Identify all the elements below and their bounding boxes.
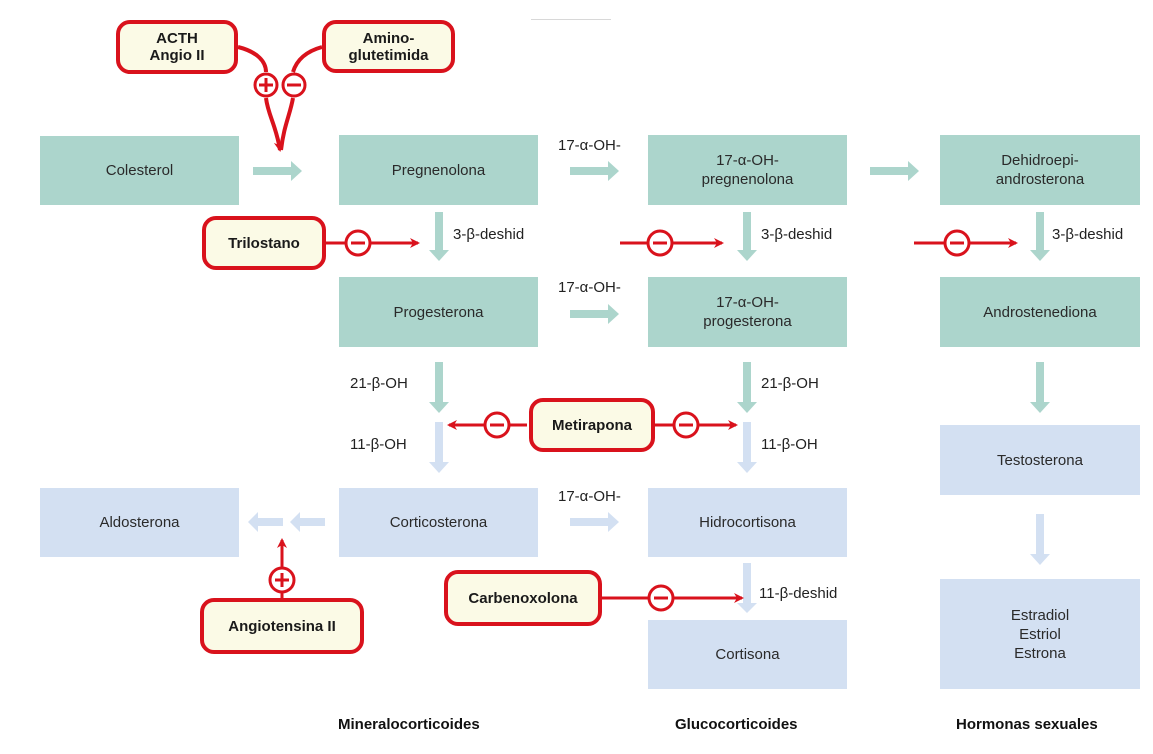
box-estrogenos: Estradiol Estriol Estrona (940, 579, 1140, 689)
enzyme-17oh-row3: 17-α-OH- (558, 488, 621, 505)
arrow-corticosterona-hidrocortisona (570, 512, 619, 532)
carbenoxolona-inhibition-arrow (602, 584, 744, 612)
drug-angiotensina-ii: Angiotensina II (200, 598, 364, 654)
box-dehidroepiandrosterona: Dehidroepi- androsterona (940, 135, 1140, 205)
category-glucocorticoides: Glucocorticoides (675, 716, 798, 733)
arrow-ohpregnenolona-dhea (870, 161, 919, 181)
enzyme-3b-deshid-col3: 3-β-deshid (1052, 226, 1124, 243)
arrow-11oh-corticosterona (429, 422, 449, 473)
enzyme-3b-deshid-col2: 3-β-deshid (761, 226, 833, 243)
box-androstenediona: Androstenediona (940, 277, 1140, 347)
enzyme-11b-deshid: 11-β-deshid (759, 585, 838, 602)
arrow-progesterona-ohprogesterona (570, 304, 619, 324)
box-pregnenolona: Pregnenolona (339, 135, 538, 205)
box-aldosterona: Aldosterona (40, 488, 239, 557)
arrow-colesterol-pregnenolona (253, 161, 302, 181)
inhibition-arrow-col2 (620, 229, 724, 257)
box-17oh-pregnenolona: 17-α-OH- pregnenolona (648, 135, 847, 205)
category-hormonas-sexuales: Hormonas sexuales (956, 716, 1098, 733)
arrow-pregnenolona-progesterona (429, 212, 449, 261)
scan-artifact-line (531, 19, 611, 20)
inhibition-arrow-col3 (914, 229, 1018, 257)
arrow-ohpregnenolona-ohprogesterona (737, 212, 757, 261)
drug-acth-angio-ii: ACTH Angio II (116, 20, 238, 74)
arrow-pregnenolona-ohpregnenolona (570, 161, 619, 181)
arrow-androstenediona-testosterona (1030, 362, 1050, 413)
box-17oh-progesterona: 17-α-OH- progesterona (648, 277, 847, 347)
aminoglutetimida-inhibition-arrow (279, 45, 323, 151)
enzyme-11oh-col2: 11-β-OH (761, 436, 818, 453)
arrow-hidrocortisona-cortisona (737, 563, 757, 613)
plus-icon (259, 78, 273, 92)
acth-stimulation-arrow (237, 45, 284, 152)
enzyme-17oh-row2: 17-α-OH- (558, 279, 621, 296)
trilostano-inhibition-arrow (326, 229, 420, 257)
box-corticosterona: Corticosterona (339, 488, 538, 557)
arrow-dhea-androstenediona (1030, 212, 1050, 261)
box-colesterol: Colesterol (40, 136, 239, 205)
box-progesterona: Progesterona (339, 277, 538, 347)
enzyme-17oh-row1: 17-α-OH- (558, 137, 621, 154)
enzyme-21oh-col2: 21-β-OH (761, 375, 819, 392)
arrow-corticosterona-aldosterona (248, 512, 325, 532)
category-mineralocorticoides: Mineralocorticoides (338, 716, 480, 733)
enzyme-11oh-col1: 11-β-OH (350, 436, 407, 453)
box-cortisona: Cortisona (648, 620, 847, 689)
arrow-testosterona-estrogenos (1030, 514, 1050, 565)
arrow-11oh-hidrocortisona (737, 422, 757, 473)
arrow-ohprogesterona-21oh (737, 362, 757, 413)
angiotensina-stimulation-arrow (268, 538, 296, 598)
drug-metirapona: Metirapona (529, 398, 655, 452)
metirapona-inhibition-right (655, 411, 738, 439)
box-hidrocortisona: Hidrocortisona (648, 488, 847, 557)
arrow-progesterona-21oh (429, 362, 449, 413)
enzyme-3b-deshid-col1: 3-β-deshid (453, 226, 525, 243)
box-testosterona: Testosterona (940, 425, 1140, 495)
enzyme-21oh-col1: 21-β-OH (350, 375, 408, 392)
drug-trilostano: Trilostano (202, 216, 326, 270)
drug-aminoglutetimida: Amino- glutetimida (322, 20, 455, 73)
drug-carbenoxolona: Carbenoxolona (444, 570, 602, 626)
metirapona-inhibition-left (447, 411, 527, 439)
